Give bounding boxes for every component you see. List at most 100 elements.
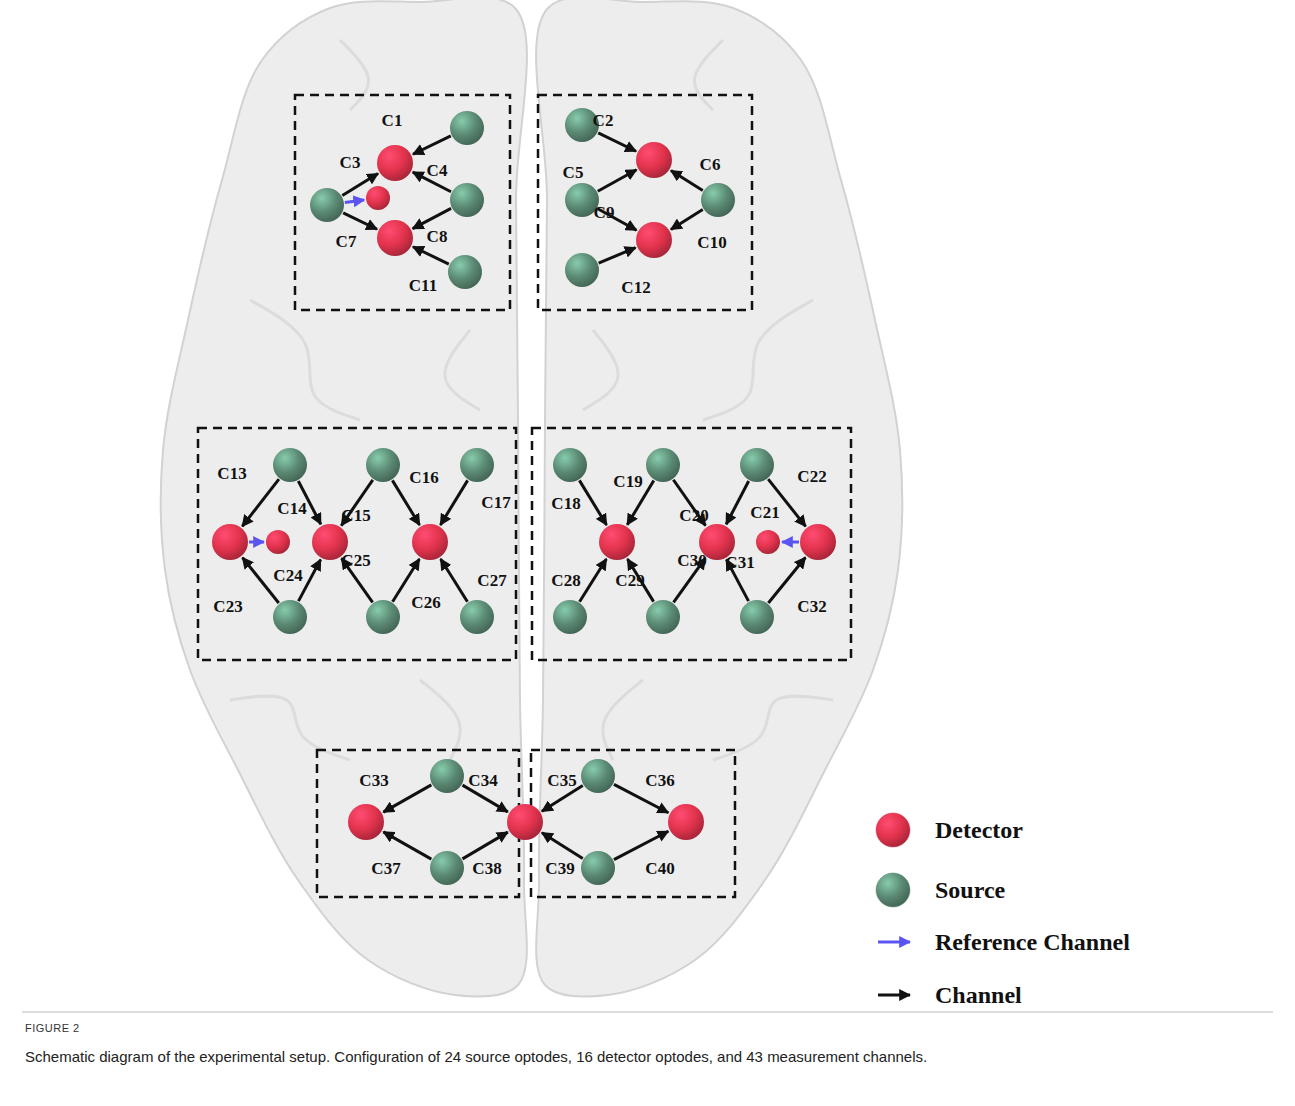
detector-optode <box>507 804 543 840</box>
figure-number: FIGURE 2 <box>25 1022 80 1034</box>
channel-arrow <box>413 247 449 264</box>
channel-arrow <box>341 480 372 526</box>
channel-label: C29 <box>615 572 644 589</box>
channel-label: C40 <box>645 860 674 877</box>
channel-label: C25 <box>341 552 370 569</box>
channel-label: C33 <box>359 772 388 789</box>
channel-label: C27 <box>477 572 506 589</box>
legend-text: Channel <box>935 983 1022 1007</box>
channel-arrow <box>768 558 805 604</box>
hemisphere <box>536 0 902 997</box>
source-optode <box>450 111 484 145</box>
source-optode <box>450 183 484 217</box>
gyrus-line <box>703 300 813 420</box>
source-optode <box>460 600 494 634</box>
source-optode <box>366 448 400 482</box>
detector-optode <box>668 804 704 840</box>
brain-outline <box>161 0 903 997</box>
channel-arrow <box>413 208 451 228</box>
channel-label: C9 <box>594 204 615 221</box>
source-optode <box>646 448 680 482</box>
detector-optode <box>599 524 635 560</box>
source-optode <box>740 448 774 482</box>
legend-text: Reference Channel <box>935 930 1130 954</box>
gyrus-line <box>603 680 643 760</box>
detector-optode <box>377 145 413 181</box>
channel-label: C38 <box>472 860 501 877</box>
detector-optode <box>636 222 672 258</box>
caption: Schematic diagram of the experimental se… <box>25 1047 1265 1067</box>
channel-label: C2 <box>593 112 614 129</box>
source-optode <box>273 448 307 482</box>
region-box <box>317 750 519 897</box>
channel-label: C5 <box>563 164 584 181</box>
caption-rule <box>22 1012 1273 1013</box>
channel-label: C36 <box>645 772 674 789</box>
channel-arrow <box>463 832 508 859</box>
channel-arrow <box>579 480 606 525</box>
channel-arrow <box>383 832 431 859</box>
channel-label: C16 <box>409 469 438 486</box>
gyrus-line <box>340 40 369 110</box>
channel-arrow <box>392 480 419 525</box>
channel-arrow <box>343 213 377 229</box>
legend-arrow <box>878 994 910 997</box>
detector-optode <box>366 186 390 210</box>
channel-arrow <box>542 786 583 812</box>
source-optode <box>553 448 587 482</box>
channel-label: C6 <box>700 156 721 173</box>
detector-optode <box>266 530 290 554</box>
channel-arrow <box>614 784 668 812</box>
region-box <box>295 95 510 310</box>
reference-channel-arrow <box>345 200 364 203</box>
channel-label: C20 <box>679 507 708 524</box>
source-optode <box>430 851 464 885</box>
channel-arrow <box>542 833 583 859</box>
source-optode <box>740 600 774 634</box>
source-optode <box>366 600 400 634</box>
channel-arrow <box>614 831 668 859</box>
channel-label: C7 <box>336 233 357 250</box>
region-box <box>538 95 752 310</box>
channel-label: C22 <box>797 468 826 485</box>
channel-label: C15 <box>341 507 370 524</box>
channel-arrow <box>383 785 431 812</box>
source-optode <box>448 255 482 289</box>
source-optode <box>310 188 344 222</box>
channel-label: C23 <box>213 598 242 615</box>
channel-arrow <box>463 785 508 812</box>
channel-label: C28 <box>551 572 580 589</box>
channel-label: C12 <box>621 279 650 296</box>
channel-arrow <box>671 210 703 230</box>
channel-label: C4 <box>427 162 448 179</box>
legend-swatch <box>876 873 910 907</box>
channel-arrow <box>598 170 637 192</box>
channel-arrow <box>242 479 279 526</box>
channel-label: C10 <box>697 234 726 251</box>
source-optode <box>701 183 735 217</box>
channel-arrow <box>598 133 636 151</box>
source-optode <box>581 851 615 885</box>
channel-arrow <box>242 558 278 603</box>
channel-label: C24 <box>273 567 302 584</box>
channel-label: C17 <box>481 494 510 511</box>
channel-label: C14 <box>277 500 306 517</box>
channel-label: C13 <box>217 465 246 482</box>
source-optode <box>430 759 464 793</box>
channel-label: C34 <box>468 772 497 789</box>
detector-optode <box>636 142 672 178</box>
legend-arrow <box>878 941 910 944</box>
reference-channel-arrow <box>782 541 799 544</box>
channel-label: C19 <box>613 473 642 490</box>
gyrus-line <box>250 300 360 420</box>
source-optode <box>581 759 615 793</box>
channel-label: C26 <box>411 594 440 611</box>
gyrus-line <box>694 40 723 110</box>
source-optode <box>646 600 680 634</box>
channel-arrow <box>440 480 467 525</box>
legend <box>876 813 910 995</box>
channel-label: C37 <box>371 860 400 877</box>
detector-optode <box>756 530 780 554</box>
hemisphere <box>161 0 527 997</box>
channel-label: C32 <box>797 598 826 615</box>
